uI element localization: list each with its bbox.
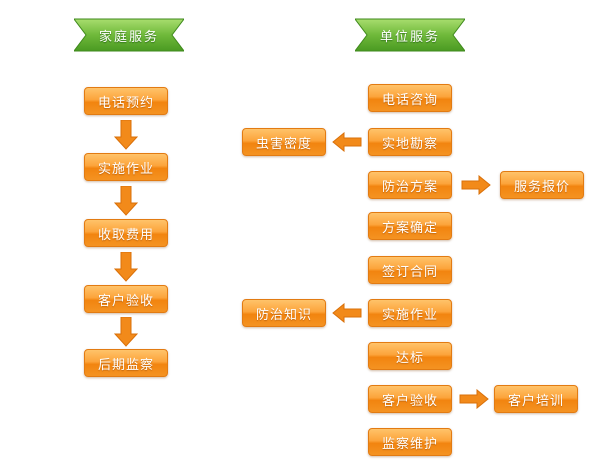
household-step-phone-booking: 电话预约 [84,87,168,115]
business-step-plan-confirmed: 方案确定 [368,212,452,240]
arrow-right-icon [461,175,491,195]
household-service-header: 家庭服务 [74,18,184,52]
side-node-service-quote: 服务报价 [500,171,584,199]
household-step-acceptance: 客户验收 [84,285,168,313]
business-step-control-plan: 防治方案 [368,171,452,199]
household-step-collect-fee: 收取费用 [84,219,168,247]
business-service-title: 单位服务 [379,29,440,45]
business-step-acceptance: 客户验收 [368,385,452,413]
arrow-left-icon [332,303,362,323]
ribbon-banner-icon [355,18,465,52]
arrow-down-icon [114,186,138,216]
household-step-follow-up: 后期监察 [84,349,168,377]
business-step-monitoring: 监察维护 [368,428,452,456]
household-step-implementation: 实施作业 [84,153,168,181]
ribbon-banner-icon [74,18,184,52]
arrow-down-icon [114,317,138,347]
business-step-sign-contract: 签订合同 [368,256,452,284]
arrow-down-icon [114,120,138,150]
business-step-site-survey: 实地勘察 [368,128,452,156]
business-step-meet-standard: 达标 [368,342,452,370]
arrow-left-icon [332,132,362,152]
arrow-down-icon [114,252,138,282]
arrow-right-icon [459,389,489,409]
business-step-phone-inquiry: 电话咨询 [368,84,452,112]
side-node-prevention-knowledge: 防治知识 [242,299,326,327]
side-node-pest-density: 虫害密度 [242,128,326,156]
business-service-header: 单位服务 [355,18,465,52]
business-step-implementation: 实施作业 [368,299,452,327]
side-node-customer-training: 客户培训 [494,385,578,413]
household-service-title: 家庭服务 [98,29,159,45]
